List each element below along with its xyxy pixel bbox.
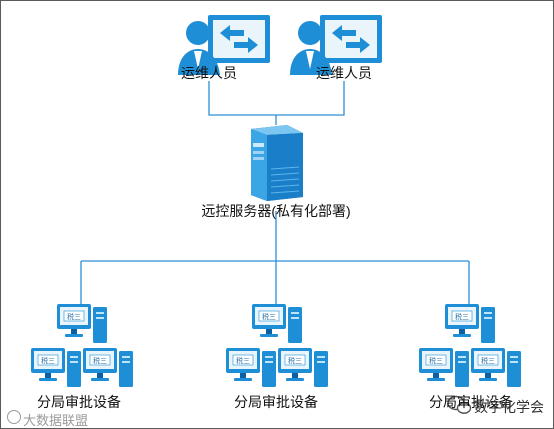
operator-left-label: 运维人员 [181,65,237,81]
watermark-left-badge-icon [7,410,21,424]
branch-pc-icon: 税三 [252,304,302,343]
branch-label-left: 分局审批设备 [37,394,121,410]
branch-label-right: 分局审批设备 [429,394,513,410]
watermark-right: 数字化学会 [474,400,544,416]
screen-label: 税三 [41,356,55,365]
wechat-logo-icon [447,395,472,414]
branch-cluster-0: 税三税三税三 [31,304,133,387]
branch-devices: 税三税三税三税三税三税三税三税三税三 [31,304,521,387]
server-label: 远控服务器(私有化部署) [201,203,351,219]
server-icon [251,125,303,201]
branch-cluster-2: 税三税三税三 [419,304,521,387]
branch-pc-icon: 税三 [57,304,107,343]
screen-label: 税三 [288,356,302,365]
connectors [80,81,470,304]
branch-pc-icon: 税三 [226,348,276,387]
branch-pc-icon: 税三 [445,304,495,343]
branch-label-center: 分局审批设备 [234,394,318,410]
screen-label: 税三 [481,356,495,365]
operator-right-icon [290,15,382,75]
branch-pc-icon: 税三 [419,348,469,387]
operator-right-label: 运维人员 [316,65,372,81]
branch-pc-icon: 税三 [31,348,81,387]
watermark-left: 大数据联盟 [23,414,89,429]
screen-label: 税三 [262,312,276,321]
operator-left-icon [178,15,270,75]
branch-cluster-1: 税三税三税三 [226,304,328,387]
screen-label: 税三 [455,312,469,321]
screen-label: 税三 [429,356,443,365]
screen-label: 税三 [93,356,107,365]
screen-label: 税三 [236,356,250,365]
screen-label: 税三 [67,312,81,321]
branch-pc-icon: 税三 [471,348,521,387]
branch-pc-icon: 税三 [83,348,133,387]
branch-pc-icon: 税三 [278,348,328,387]
operator-left-link [208,81,345,116]
